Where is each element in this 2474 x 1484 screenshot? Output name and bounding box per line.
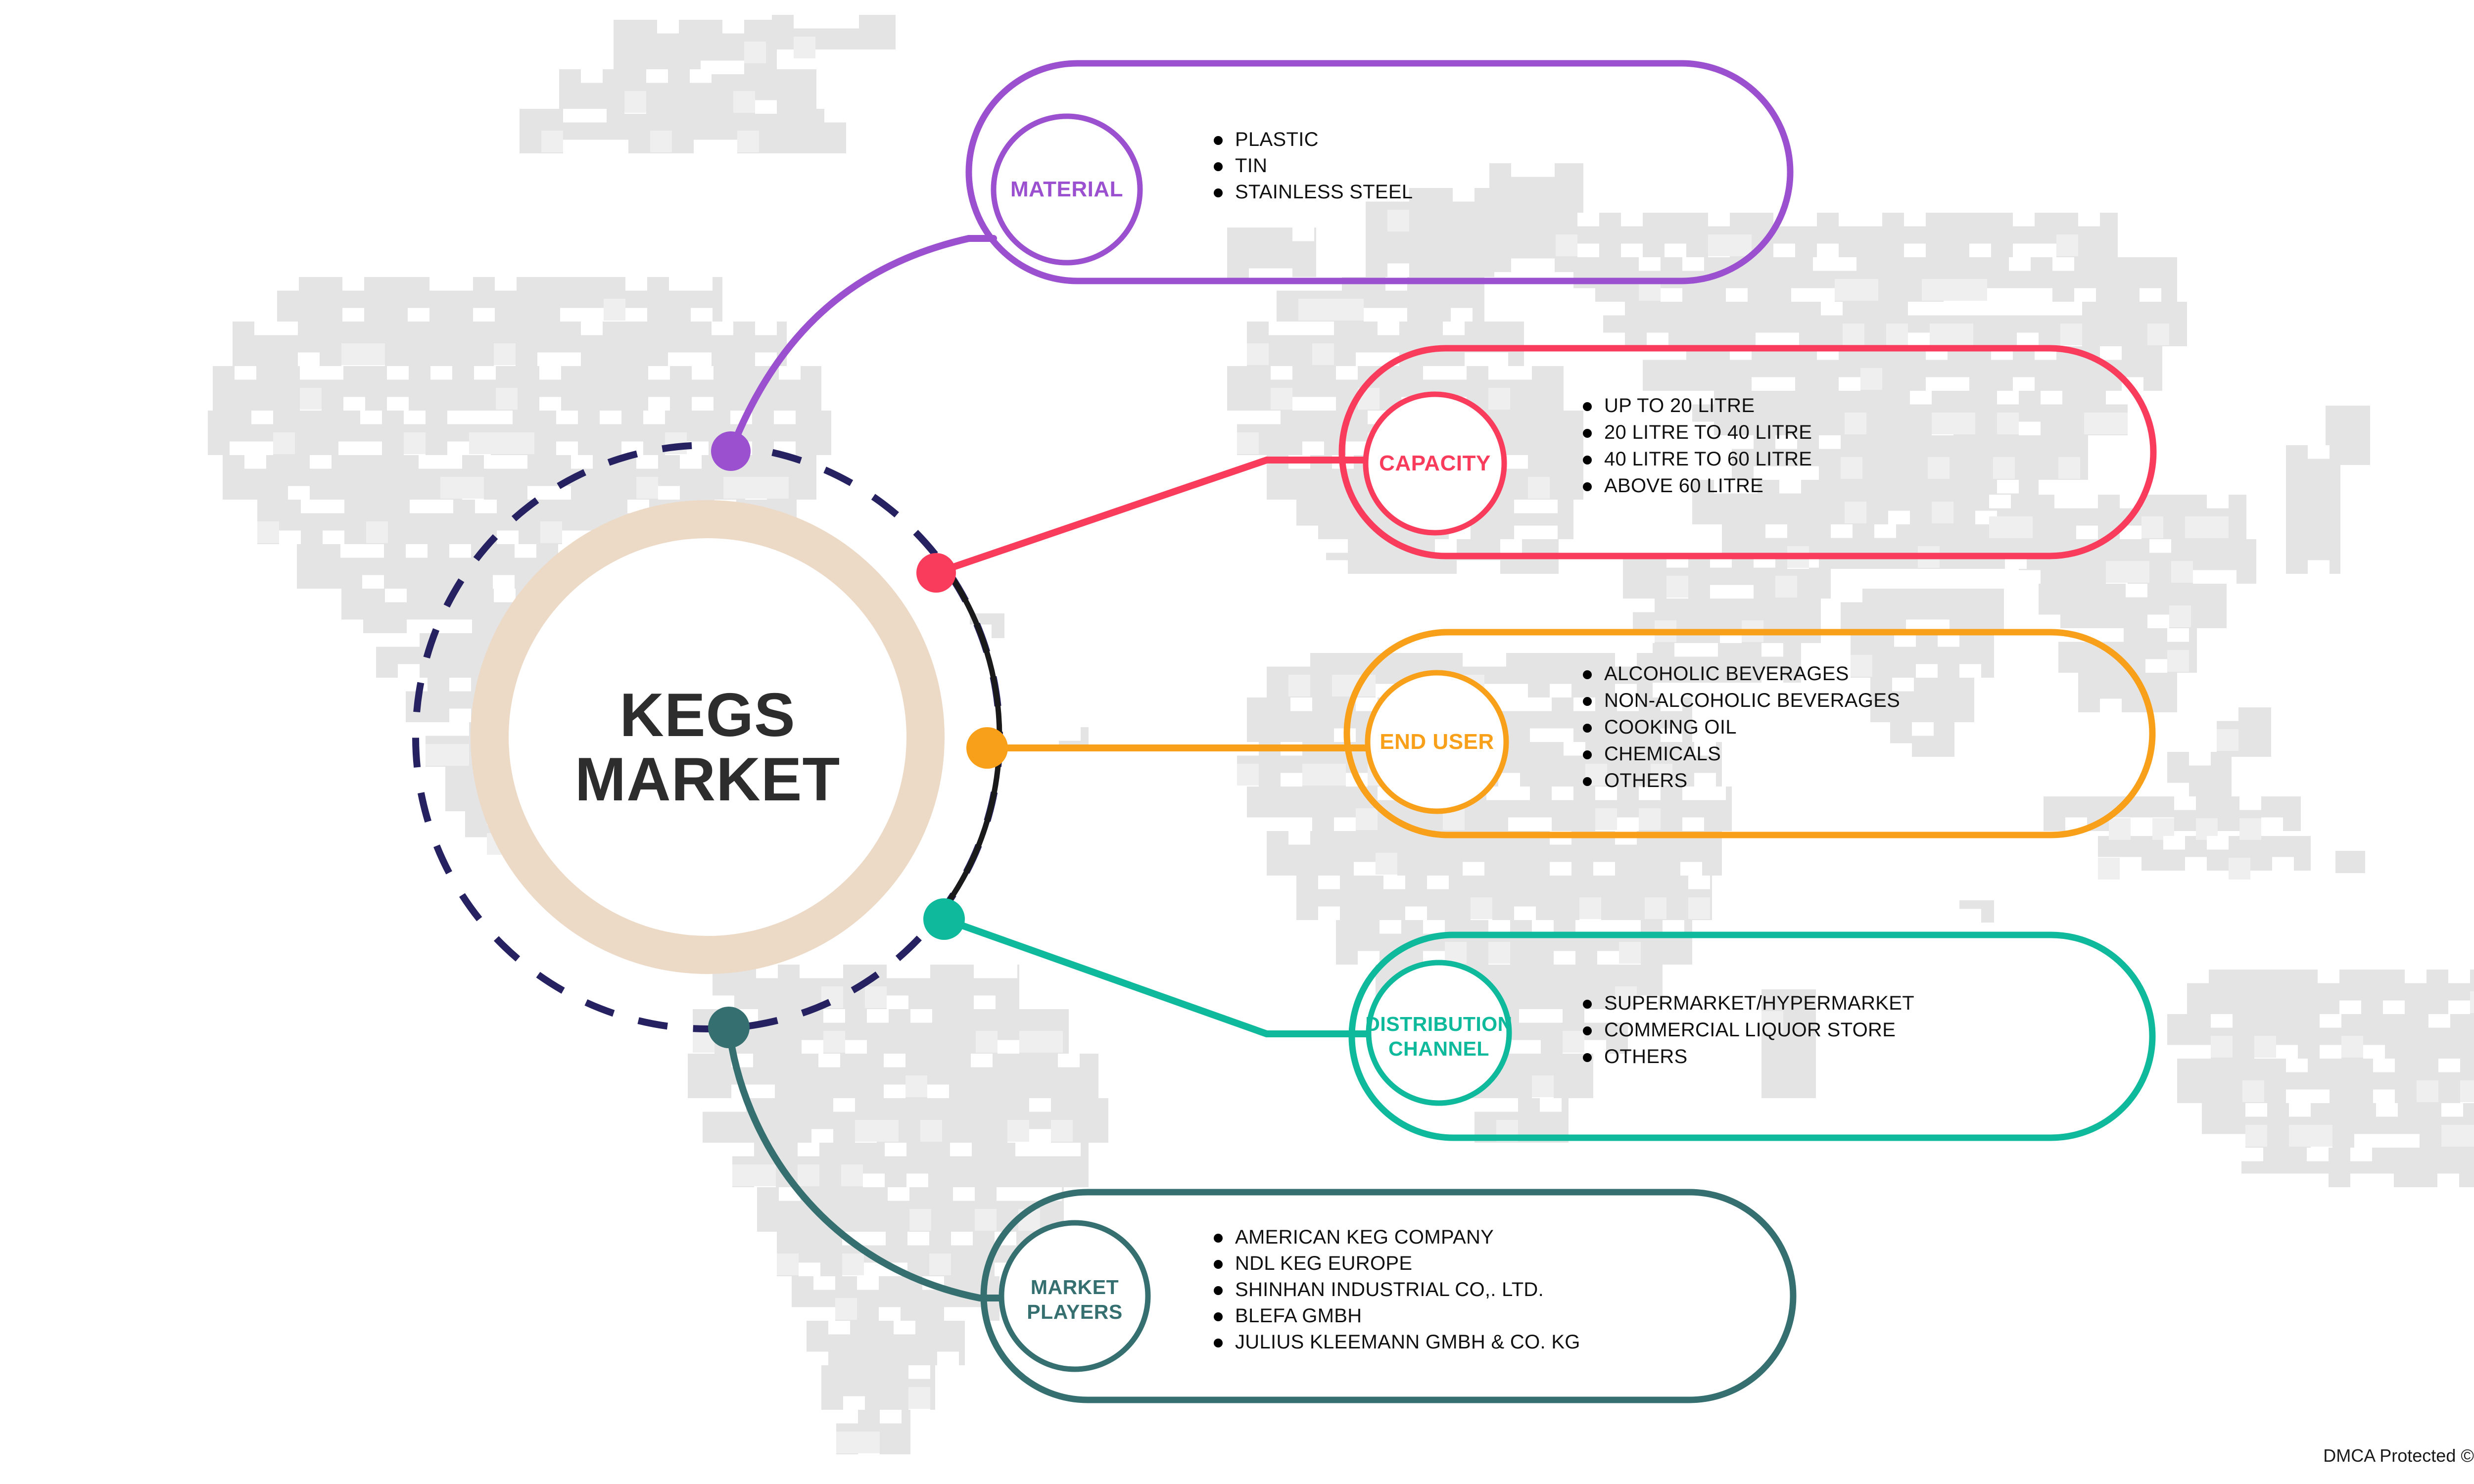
branches-root: MATERIAL PLASTIC TIN STAINLESS STEEL CAPACIT… — [708, 60, 2157, 1403]
bullet-icon — [1583, 697, 1592, 706]
branch-label-market-players-line1: MARKET — [1031, 1276, 1119, 1298]
panel-capacity[interactable] — [1338, 345, 2157, 559]
copyright-notice: DMCA Protected © DataBridge — [2323, 1445, 2474, 1466]
branch-label-distribution-channel-line2: CHANNEL — [1388, 1037, 1489, 1060]
list-item: CHEMICALS — [1604, 743, 1721, 765]
bullet-icon — [1214, 1312, 1223, 1321]
branch-label-material-line1: MATERIAL — [1010, 177, 1123, 201]
list-item: OTHERS — [1604, 1046, 1687, 1067]
list-item: STAINLESS STEEL — [1235, 181, 1413, 203]
orbit-node-capacity[interactable] — [916, 553, 956, 593]
center-title-line1: KEGS — [619, 681, 795, 749]
label-circle-fill-capacity — [1366, 394, 1504, 533]
connector-line-market-players — [725, 1024, 1006, 1301]
label-circle-fill-market-players — [1001, 1223, 1148, 1369]
bullet-icon — [1583, 402, 1592, 411]
panel-distribution-channel[interactable] — [1348, 931, 2156, 1141]
bullet-icon — [1214, 162, 1223, 171]
orbit-node-material[interactable] — [711, 431, 751, 471]
list-item: JULIUS KLEEMANN GMBH & CO. KG — [1235, 1331, 1580, 1353]
hub-inner-disc — [509, 538, 906, 936]
list-item: 20 LITRE TO 40 LITRE — [1604, 421, 1812, 443]
branch-label-capacity-line1: CAPACITY — [1379, 451, 1491, 475]
bullet-icon — [1583, 1000, 1592, 1009]
panel-material[interactable] — [965, 60, 1794, 284]
list-item: NDL KEG EUROPE — [1235, 1252, 1412, 1274]
list-item: SHINHAN INDUSTRIAL CO,. LTD. — [1235, 1279, 1544, 1300]
bullet-icon — [1214, 1260, 1223, 1269]
label-circle-distribution-channel[interactable] — [1366, 960, 1512, 1106]
label-circle-fill-end-user — [1368, 673, 1506, 811]
list-item: ALCOHOLIC BEVERAGES — [1604, 663, 1849, 685]
bullet-icon — [1583, 1053, 1592, 1062]
orbit-node-market-players[interactable] — [708, 1007, 750, 1048]
orbit-node-end-user[interactable] — [966, 727, 1008, 769]
branch-material[interactable]: MATERIAL PLASTIC TIN STAINLESS STEEL — [711, 60, 1794, 471]
list-item: NON-ALCOHOLIC BEVERAGES — [1604, 690, 1900, 711]
list-item: PLASTIC — [1235, 129, 1319, 150]
branch-end-user[interactable]: END USER ALCOHOLIC BEVERAGES NON-ALCOHOLIC… — [966, 629, 2156, 838]
list-item: ABOVE 60 LITRE — [1604, 475, 1763, 497]
list-item: TIN — [1235, 155, 1267, 177]
branch-capacity[interactable]: CAPACITY UP TO 20 LITRE 20 LITRE TO 40 LIT… — [916, 345, 2157, 593]
bullet-icon — [1583, 724, 1592, 733]
list-item: SUPERMARKET/HYPERMARKET — [1604, 992, 1914, 1014]
list-item: COMMERCIAL LIQUOR STORE — [1604, 1019, 1896, 1041]
bullet-icon — [1583, 429, 1592, 438]
connector-line-distribution-channel — [941, 916, 1375, 1037]
label-circle-fill-material — [994, 116, 1140, 263]
label-circle-material[interactable] — [991, 113, 1143, 266]
label-circle-market-players[interactable] — [999, 1220, 1151, 1372]
list-item: AMERICAN KEG COMPANY — [1235, 1226, 1494, 1248]
panel-end-user[interactable] — [1343, 629, 2156, 838]
bullet-icon — [1583, 670, 1592, 679]
list-item: BLEFA GMBH — [1235, 1305, 1362, 1327]
bullet-icon — [1214, 1286, 1223, 1295]
connector-line-capacity — [933, 457, 1369, 576]
bullet-icon — [1214, 188, 1223, 197]
list-item: 40 LITRE TO 60 LITRE — [1604, 448, 1812, 470]
bullet-icon — [1583, 456, 1592, 464]
bullet-icon — [1583, 777, 1592, 786]
bullet-icon — [1214, 1339, 1223, 1347]
label-circle-capacity[interactable] — [1363, 391, 1507, 536]
list-item: OTHERS — [1604, 770, 1687, 791]
orbit-node-distribution-channel[interactable] — [923, 898, 965, 940]
list-item: UP TO 20 LITRE — [1604, 395, 1755, 417]
branch-label-market-players-line2: PLAYERS — [1027, 1300, 1122, 1323]
bullet-icon — [1583, 482, 1592, 491]
label-circle-end-user[interactable] — [1365, 670, 1509, 814]
bullet-icon — [1583, 1026, 1592, 1035]
bullet-icon — [1583, 750, 1592, 759]
branch-label-distribution-channel-line1: DISTRIBUTION — [1365, 1013, 1513, 1035]
panel-market-players[interactable] — [980, 1189, 1797, 1403]
list-item: COOKING OIL — [1604, 716, 1737, 738]
bullet-icon — [1214, 1234, 1223, 1243]
hub-ring — [471, 500, 945, 974]
center-title-line2: MARKET — [575, 745, 840, 814]
label-circle-fill-distribution-channel — [1369, 963, 1509, 1103]
bullet-icon — [1214, 136, 1223, 145]
connector-line-material — [727, 235, 997, 455]
branch-label-end-user-line1: END USER — [1380, 730, 1494, 754]
